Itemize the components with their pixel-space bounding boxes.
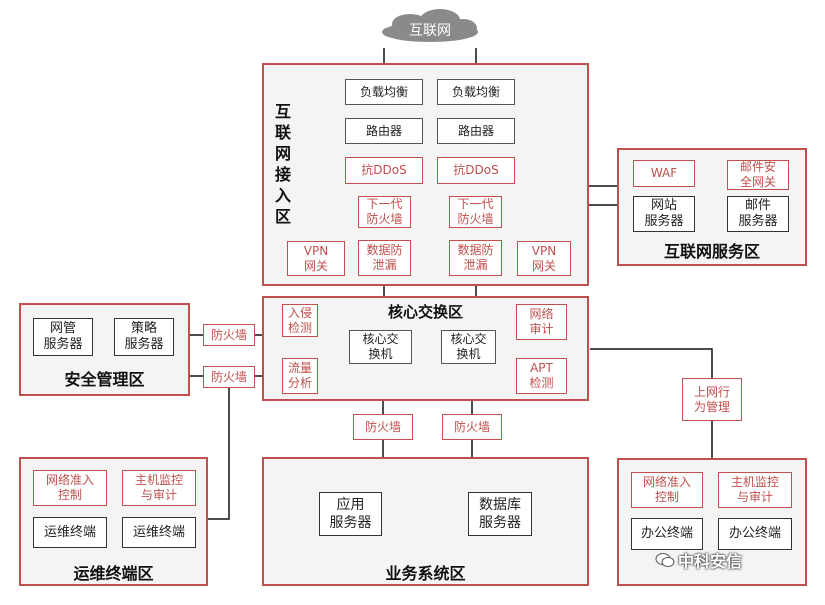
vpn-gateway-1[interactable]: VPN 网关 (287, 241, 345, 276)
dlp-2[interactable]: 数据防 泄漏 (449, 240, 502, 276)
anti-ddos-2[interactable]: 抗DDoS (437, 157, 515, 184)
internet-cloud-icon (382, 9, 478, 42)
mail-security-gateway[interactable]: 邮件安 全网关 (727, 160, 789, 190)
zone-business-system (262, 457, 589, 586)
application-server[interactable]: 应用 服务器 (319, 492, 382, 536)
host-monitor-audit[interactable]: 主机监控 与审计 (122, 470, 196, 506)
router-1[interactable]: 路由器 (345, 118, 423, 144)
internet-cloud-label: 互联网 (409, 23, 451, 39)
next-gen-firewall-1[interactable]: 下一代 防火墙 (358, 196, 411, 228)
office-terminal-2[interactable]: 办公终端 (718, 518, 792, 550)
office-network-access-control[interactable]: 网络准入 控制 (631, 472, 703, 508)
office-host-monitor-audit[interactable]: 主机监控 与审计 (718, 472, 792, 508)
watermark-text: 中科安信 (678, 552, 743, 571)
internet-behavior-management[interactable]: 上网行 为管理 (682, 378, 742, 421)
firewall-biz-1[interactable]: 防火墙 (353, 414, 413, 440)
intrusion-detection[interactable]: 入侵 检测 (282, 304, 318, 337)
zone-internet-service-title: 互联网服务区 (663, 242, 760, 261)
policy-server[interactable]: 策略 服务器 (114, 318, 174, 356)
router-2[interactable]: 路由器 (437, 118, 515, 144)
ops-terminal-1[interactable]: 运维终端 (33, 517, 107, 548)
core-switch-2[interactable]: 核心交 换机 (441, 330, 496, 364)
firewall-biz-2[interactable]: 防火墙 (442, 414, 502, 440)
zone-ops-terminal-title: 运维终端区 (73, 564, 154, 583)
traffic-analysis[interactable]: 流量 分析 (282, 358, 318, 394)
ops-terminal-2[interactable]: 运维终端 (122, 517, 196, 548)
load-balancer-1[interactable]: 负载均衡 (345, 79, 423, 105)
nms-server[interactable]: 网管 服务器 (33, 318, 93, 356)
mail-server[interactable]: 邮件 服务器 (727, 196, 789, 232)
core-switch-1[interactable]: 核心交 换机 (349, 330, 412, 364)
firewall-mgmt-2[interactable]: 防火墙 (203, 366, 255, 388)
load-balancer-2[interactable]: 负载均衡 (437, 79, 515, 105)
dlp-1[interactable]: 数据防 泄漏 (358, 240, 411, 276)
web-server[interactable]: 网站 服务器 (633, 196, 695, 232)
firewall-mgmt-1[interactable]: 防火墙 (203, 324, 255, 346)
network-audit[interactable]: 网络 审计 (516, 304, 567, 340)
zone-internet-access-title: 互联 网接 入区 (274, 102, 291, 226)
next-gen-firewall-2[interactable]: 下一代 防火墙 (449, 196, 502, 228)
database-server[interactable]: 数据库 服务器 (468, 492, 532, 536)
vpn-gateway-2[interactable]: VPN 网关 (517, 241, 571, 276)
zone-core-switch-title: 核心交换区 (387, 303, 463, 321)
network-access-control[interactable]: 网络准入 控制 (33, 470, 107, 506)
wechat-icon (655, 553, 675, 567)
apt-detection[interactable]: APT 检测 (516, 358, 567, 394)
waf[interactable]: WAF (633, 160, 695, 187)
anti-ddos-1[interactable]: 抗DDoS (345, 157, 423, 184)
office-terminal-1[interactable]: 办公终端 (631, 518, 703, 550)
zone-security-management-title: 安全管理区 (64, 370, 145, 389)
zone-business-system-title: 业务系统区 (385, 564, 466, 583)
